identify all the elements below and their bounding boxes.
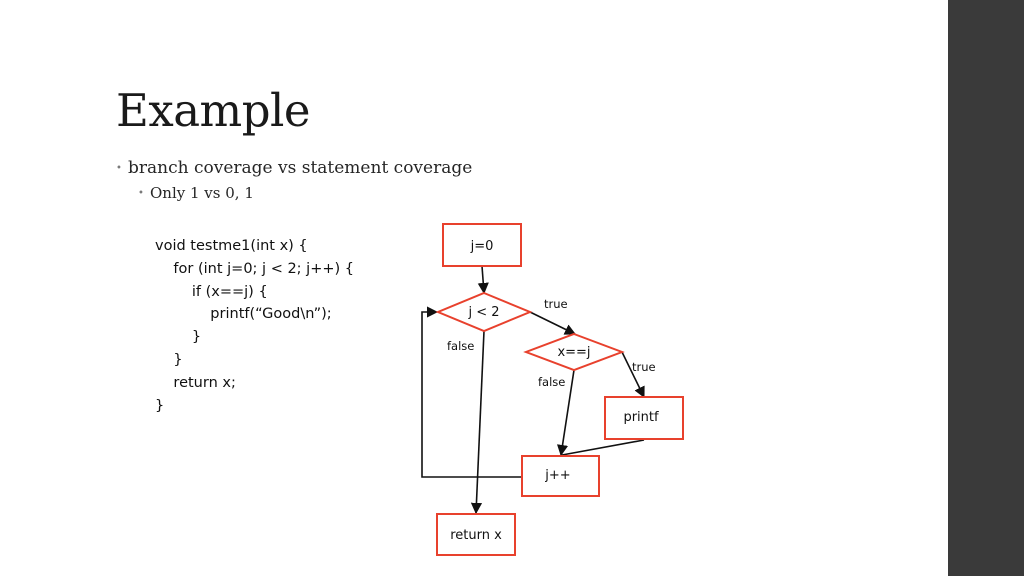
edge-back-to-loop: [421, 306, 522, 478]
node-if-diamond: [523, 332, 625, 372]
edge-label-if-true: true: [632, 360, 656, 374]
node-init-box: [442, 223, 522, 267]
node-init-text: j=0: [470, 239, 494, 254]
node-printf-box: [604, 396, 684, 440]
node-printf-text: printf: [623, 410, 659, 425]
node-return-text: return x: [450, 528, 502, 543]
bullet-level-2: • Only 1 vs 0, 1: [138, 184, 254, 202]
edge-printf-to-increment: [561, 439, 645, 456]
node-return-box: [436, 513, 516, 556]
edge-label-if-false: false: [538, 375, 565, 389]
bullet-text: Only 1 vs 0, 1: [150, 184, 254, 202]
node-loop-diamond: [435, 291, 533, 333]
code-line: return x;: [155, 374, 236, 391]
bullet-dot-icon: •: [116, 163, 122, 174]
node-increment-text: j++: [544, 468, 570, 483]
edge-loop-false-to-return: [470, 330, 485, 515]
edge-if-true-to-printf: [621, 351, 645, 399]
node-loop-text: j < 2: [467, 305, 499, 320]
flow-edges: [421, 265, 645, 515]
code-block: void testme1(int x) { for (int j=0; j < …: [155, 235, 354, 417]
edge-if-false-to-increment: [556, 369, 575, 457]
sidebar-bar: [948, 0, 1024, 576]
node-if-text: x==j: [557, 345, 590, 360]
slide-title: Example: [116, 84, 311, 137]
code-line: }: [155, 397, 165, 414]
code-line: }: [155, 329, 202, 346]
edge-label-loop-false: false: [447, 339, 474, 353]
code-line: printf(“Good\n”);: [155, 306, 332, 323]
code-line: void testme1(int x) {: [155, 238, 308, 254]
bullet-dot-icon: •: [138, 188, 144, 199]
edge-init-to-loop: [477, 265, 489, 295]
code-line: for (int j=0; j < 2; j++) {: [155, 260, 354, 277]
bullet-text: branch coverage vs statement coverage: [128, 158, 473, 178]
code-line: if (x==j) {: [155, 283, 268, 300]
node-increment-box: [521, 455, 600, 497]
edge-label-loop-true: true: [544, 297, 568, 311]
bullet-level-1: • branch coverage vs statement coverage: [116, 158, 472, 178]
edge-loop-true-to-if: [529, 311, 577, 335]
code-line: }: [155, 351, 183, 368]
